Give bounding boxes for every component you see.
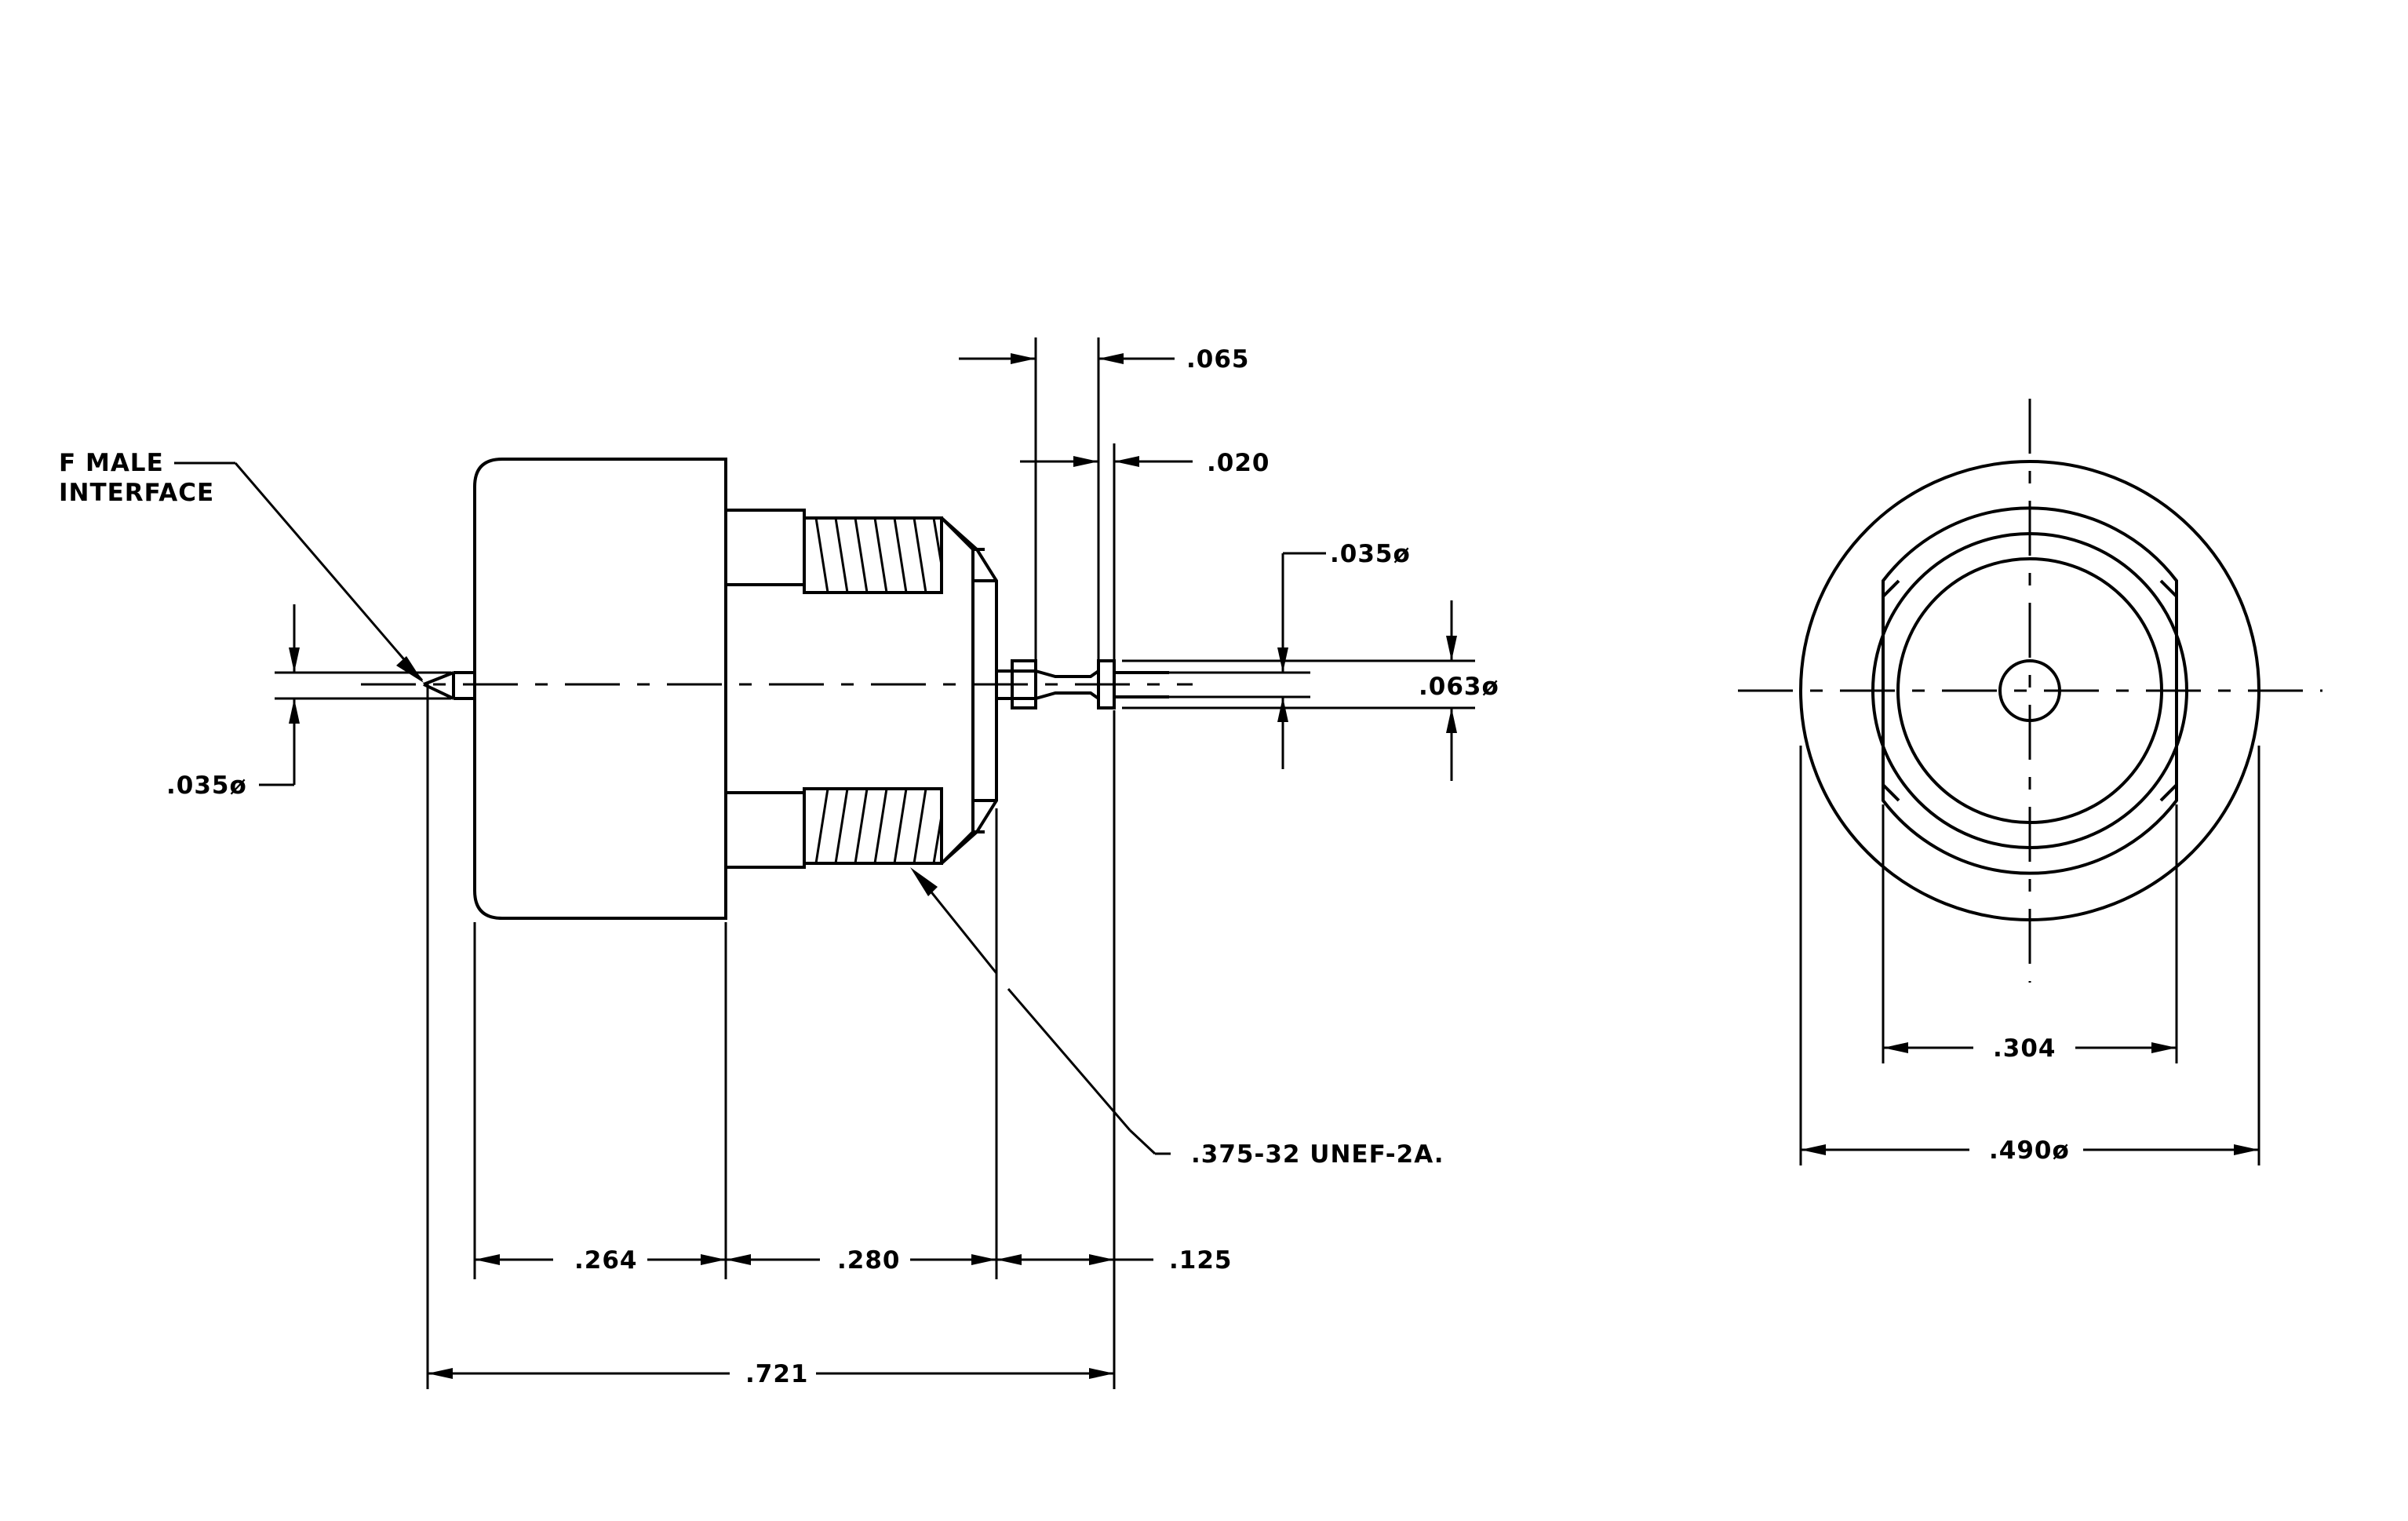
hex-profile: [1882, 506, 2178, 875]
dim-125: [996, 1254, 1153, 1265]
label-dim-280: .280: [837, 1246, 901, 1275]
hex-inner-profile: [1882, 579, 2178, 802]
left-pin: [423, 671, 475, 700]
lower-threads: [803, 787, 943, 865]
dim-020: [1020, 456, 1193, 467]
chamfer-nose: [940, 516, 998, 865]
dim-pin-dia-left: [259, 604, 300, 786]
dim-721: [428, 1368, 1114, 1379]
interface-leader: [174, 461, 424, 683]
extension-lines: [275, 337, 1475, 1389]
label-dim-065: .065: [1186, 345, 1250, 374]
upper-shoulder: [726, 509, 806, 586]
label-dim-125: .125: [1169, 1246, 1233, 1275]
dim-pin-dia-right: [1277, 552, 1326, 769]
label-pin-dia-right: .035ø: [1330, 540, 1411, 568]
label-dim-020: .020: [1207, 449, 1270, 477]
connector-body: [473, 458, 727, 920]
label-dim-264: .264: [574, 1246, 638, 1275]
label-interface-line2: INTERFACE: [59, 479, 214, 507]
thread-leader: [910, 867, 1171, 1155]
label-dim-063: .063ø: [1419, 673, 1499, 701]
dim-304: [1883, 1042, 2177, 1053]
label-dim-490: .490ø: [1989, 1136, 2070, 1165]
dim-280: [726, 1254, 996, 1265]
dim-490: [1801, 1144, 2259, 1155]
upper-threads: [803, 516, 943, 594]
end-view: .304 .490ø: [1738, 399, 2322, 1165]
label-dim-304: .304: [1993, 1034, 2056, 1063]
dim-264: [475, 1254, 726, 1265]
lower-shoulder: [726, 791, 806, 869]
label-interface-line1: F MALE: [59, 449, 164, 477]
label-dim-721: .721: [745, 1360, 809, 1388]
label-pin-dia-left: .035ø: [166, 771, 247, 800]
side-view: .035ø F MALE INTERFACE .065 .020: [59, 337, 1499, 1389]
dim-063: [1446, 600, 1457, 781]
label-thread-spec: .375-32 UNEF-2A.: [1191, 1140, 1444, 1169]
dim-065: [959, 353, 1175, 364]
